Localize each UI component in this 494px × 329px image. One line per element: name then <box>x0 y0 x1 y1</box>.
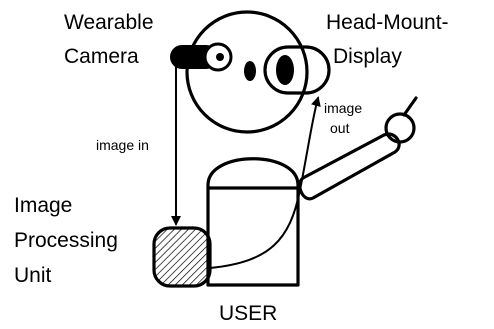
hmd-label-line2: Display <box>333 45 402 68</box>
wearable-camera-pupil-icon <box>216 53 224 61</box>
user-head <box>185 10 309 134</box>
wearable-camera-label-line2: Camera <box>64 45 139 68</box>
user-arm <box>298 132 401 201</box>
image-processing-unit-icon <box>152 226 212 288</box>
user-left-eye <box>244 61 256 81</box>
head-mount-display-icon <box>263 45 331 95</box>
ipu-label-line3: Unit <box>14 264 52 287</box>
image-out-label-line1: image <box>324 100 362 116</box>
user-hand <box>384 112 416 144</box>
user-right-eye <box>276 55 294 85</box>
ipu-label-line1: Image <box>14 194 72 217</box>
wearable-camera-label-line1: Wearable <box>64 11 154 34</box>
hmd-label-line1: Head-Mount- <box>326 11 449 34</box>
image-in-label: image in <box>96 137 149 153</box>
image-out-label-line2: out <box>330 120 350 136</box>
user-finger <box>402 96 418 117</box>
user-label: USER <box>219 302 277 325</box>
image-out-arrow <box>209 96 321 269</box>
user-torso <box>206 157 300 287</box>
ipu-label-line2: Processing <box>14 229 118 252</box>
